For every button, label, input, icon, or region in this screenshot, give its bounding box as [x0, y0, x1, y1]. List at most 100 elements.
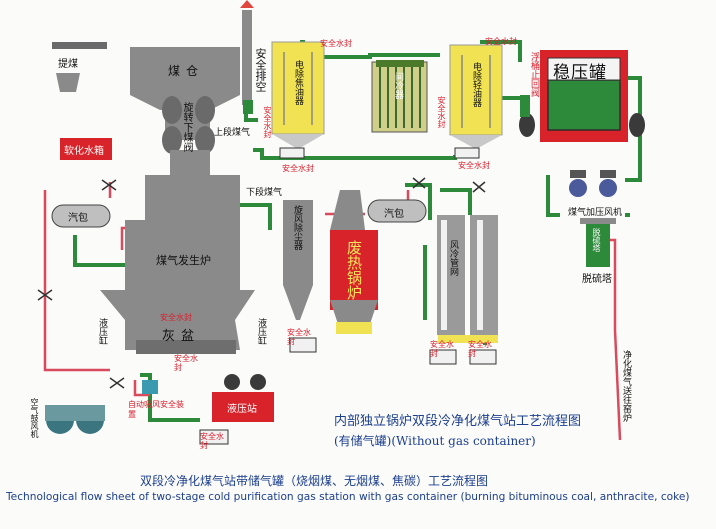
label-rotary-valve: 旋转下煤阀: [181, 102, 192, 152]
boiler-ash: [336, 322, 372, 334]
valve-ball-1: [162, 96, 182, 124]
surge-tank-inner: [547, 79, 621, 131]
air-blower-base: [45, 405, 105, 421]
pipe-cooler-top: [440, 188, 472, 215]
caption-sub: (有储气罐)(Without gas container): [334, 434, 536, 448]
label-steam-drum-left: 汽包: [68, 213, 88, 224]
label-water-seal-7: 安全水封: [160, 313, 192, 322]
vent-valve: [243, 100, 253, 114]
label-water-seal-11: 安全水封: [174, 354, 198, 372]
label-air-cooler: 风冷管网: [448, 240, 458, 276]
cyclone-cone: [283, 285, 313, 320]
float-check-valve: [520, 95, 530, 117]
title-cn: 双段冷净化煤气站带储气罐（烧烟煤、无烟煤、焦碳）工艺流程图: [140, 474, 489, 488]
air-cooler-b: [470, 215, 498, 335]
light-oil-esp-cone: [450, 135, 502, 148]
desulfurizer: [586, 222, 610, 267]
label-water-seal-12: 安全水封: [200, 432, 224, 450]
label-light-oil-esp: 电除轻油器: [471, 62, 481, 107]
label-safety-vent: 安全排空: [254, 48, 267, 92]
tank-valve-right: [629, 113, 645, 137]
label-waste-heat-boiler: 废热锅炉: [345, 240, 363, 300]
gasifier-body: [125, 220, 240, 290]
pipe-top-2: [480, 40, 522, 62]
label-booster-fan: 煤气加压风机: [568, 208, 623, 218]
coal-conveyor: [52, 42, 107, 49]
tar-esp-tubes: [283, 52, 313, 125]
label-cyclone: 旋风除尘器: [292, 205, 302, 250]
feed-throat: [170, 150, 210, 178]
label-coal-bin: 煤仓: [168, 64, 205, 78]
label-tar-esp: 电除焦油器: [293, 60, 303, 105]
light-oil-esp-tubes: [461, 55, 491, 128]
surge-tank-label-box: [547, 57, 621, 81]
valve-symbols: [37, 177, 486, 389]
label-surge-tank: 稳压罐: [553, 63, 607, 83]
tar-esp: [271, 41, 325, 135]
hyd-motor-1: [224, 374, 240, 390]
label-hydraulic-station: 液压站: [227, 404, 257, 415]
label-float-seal: 浮桶止回阀: [529, 52, 539, 97]
vent-stack: [242, 10, 252, 105]
pipe-red-left: [43, 190, 110, 372]
label-hydraulic-cyl-right: 液压缸: [256, 318, 266, 345]
label-water-seal-10: 安全水封: [468, 340, 492, 358]
pipe-steam-left: [73, 235, 125, 267]
label-steam-drum-right: 汽包: [384, 209, 404, 220]
label-water-seal-5: 安全水封: [282, 164, 314, 173]
tar-esp-cone: [272, 134, 324, 148]
indirect-cooler-top: [376, 60, 424, 67]
valve-ball-4: [195, 126, 215, 154]
label-soft-water: 软化水箱: [64, 146, 104, 157]
label-lower-gas: 下段煤气: [246, 188, 283, 198]
label-indirect-cooler: 间冷器: [393, 72, 403, 99]
label-desulfurizer: 脱硫塔: [582, 274, 612, 285]
label-water-seal-1: 安全水封: [320, 39, 352, 48]
title-en: Technological flow sheet of two-stage co…: [6, 491, 690, 503]
label-upper-gas: 上段煤气: [214, 128, 251, 138]
air-cooler-b-inner: [477, 220, 483, 330]
label-coal-feed: 提煤: [58, 59, 78, 70]
label-water-seal-3: 安全水封: [263, 106, 272, 138]
valve-ball-2: [162, 126, 182, 154]
pipe-tank-down: [546, 175, 560, 217]
pipe-hrsg-out: [405, 183, 432, 220]
ash-pan: [100, 290, 255, 350]
booster-fan-1: [569, 179, 587, 197]
label-ash-pan: 灰盆: [162, 329, 201, 344]
hydraulic-station: [212, 392, 274, 422]
soft-water-tank: [60, 138, 112, 160]
vent-flame: [240, 0, 254, 8]
pipe-top-1: [310, 53, 440, 59]
air-cooler-base: [438, 335, 498, 343]
coal-bin: [130, 47, 240, 95]
caption-cn: 内部独立锅炉双段冷净化煤气站工艺流程图: [334, 414, 582, 429]
label-desulfurizer-tower: 脱硫塔: [592, 228, 601, 252]
label-auto-air-safety: 自动吸风安全装置: [128, 400, 184, 419]
indirect-cooler: [371, 61, 428, 133]
coal-feed-hopper: [56, 73, 80, 92]
label-water-seal-9: 安全水封: [430, 340, 454, 358]
ash-pan-base: [136, 340, 236, 354]
steam-drum-left: [51, 204, 111, 228]
tank-valve-left: [519, 113, 535, 137]
hyd-motor-2: [250, 374, 266, 390]
label-water-seal-4: 安全水封: [437, 96, 446, 128]
valve-ball-3: [195, 96, 215, 124]
booster-fan-2: [599, 179, 617, 197]
pipe-ash-seal: [140, 373, 200, 422]
label-water-seal-6: 安全水封: [458, 161, 490, 170]
label-clean-gas-out: 净化煤气送往窑炉: [621, 350, 631, 422]
label-air-blower: 空气鼓风机: [30, 398, 39, 438]
label-gasifier: 煤气发生炉: [156, 254, 211, 267]
auto-air-box: [142, 380, 158, 394]
pipe-lower-gas: [240, 203, 272, 230]
desulfurizer-top: [580, 218, 616, 224]
fan-motor-1: [570, 170, 586, 178]
water-seal-boxes: [199, 147, 497, 445]
label-water-seal-2: 安全水封: [485, 37, 517, 46]
label-water-seal-8: 安全水封: [287, 328, 311, 346]
pipe-red-d: [133, 380, 150, 397]
